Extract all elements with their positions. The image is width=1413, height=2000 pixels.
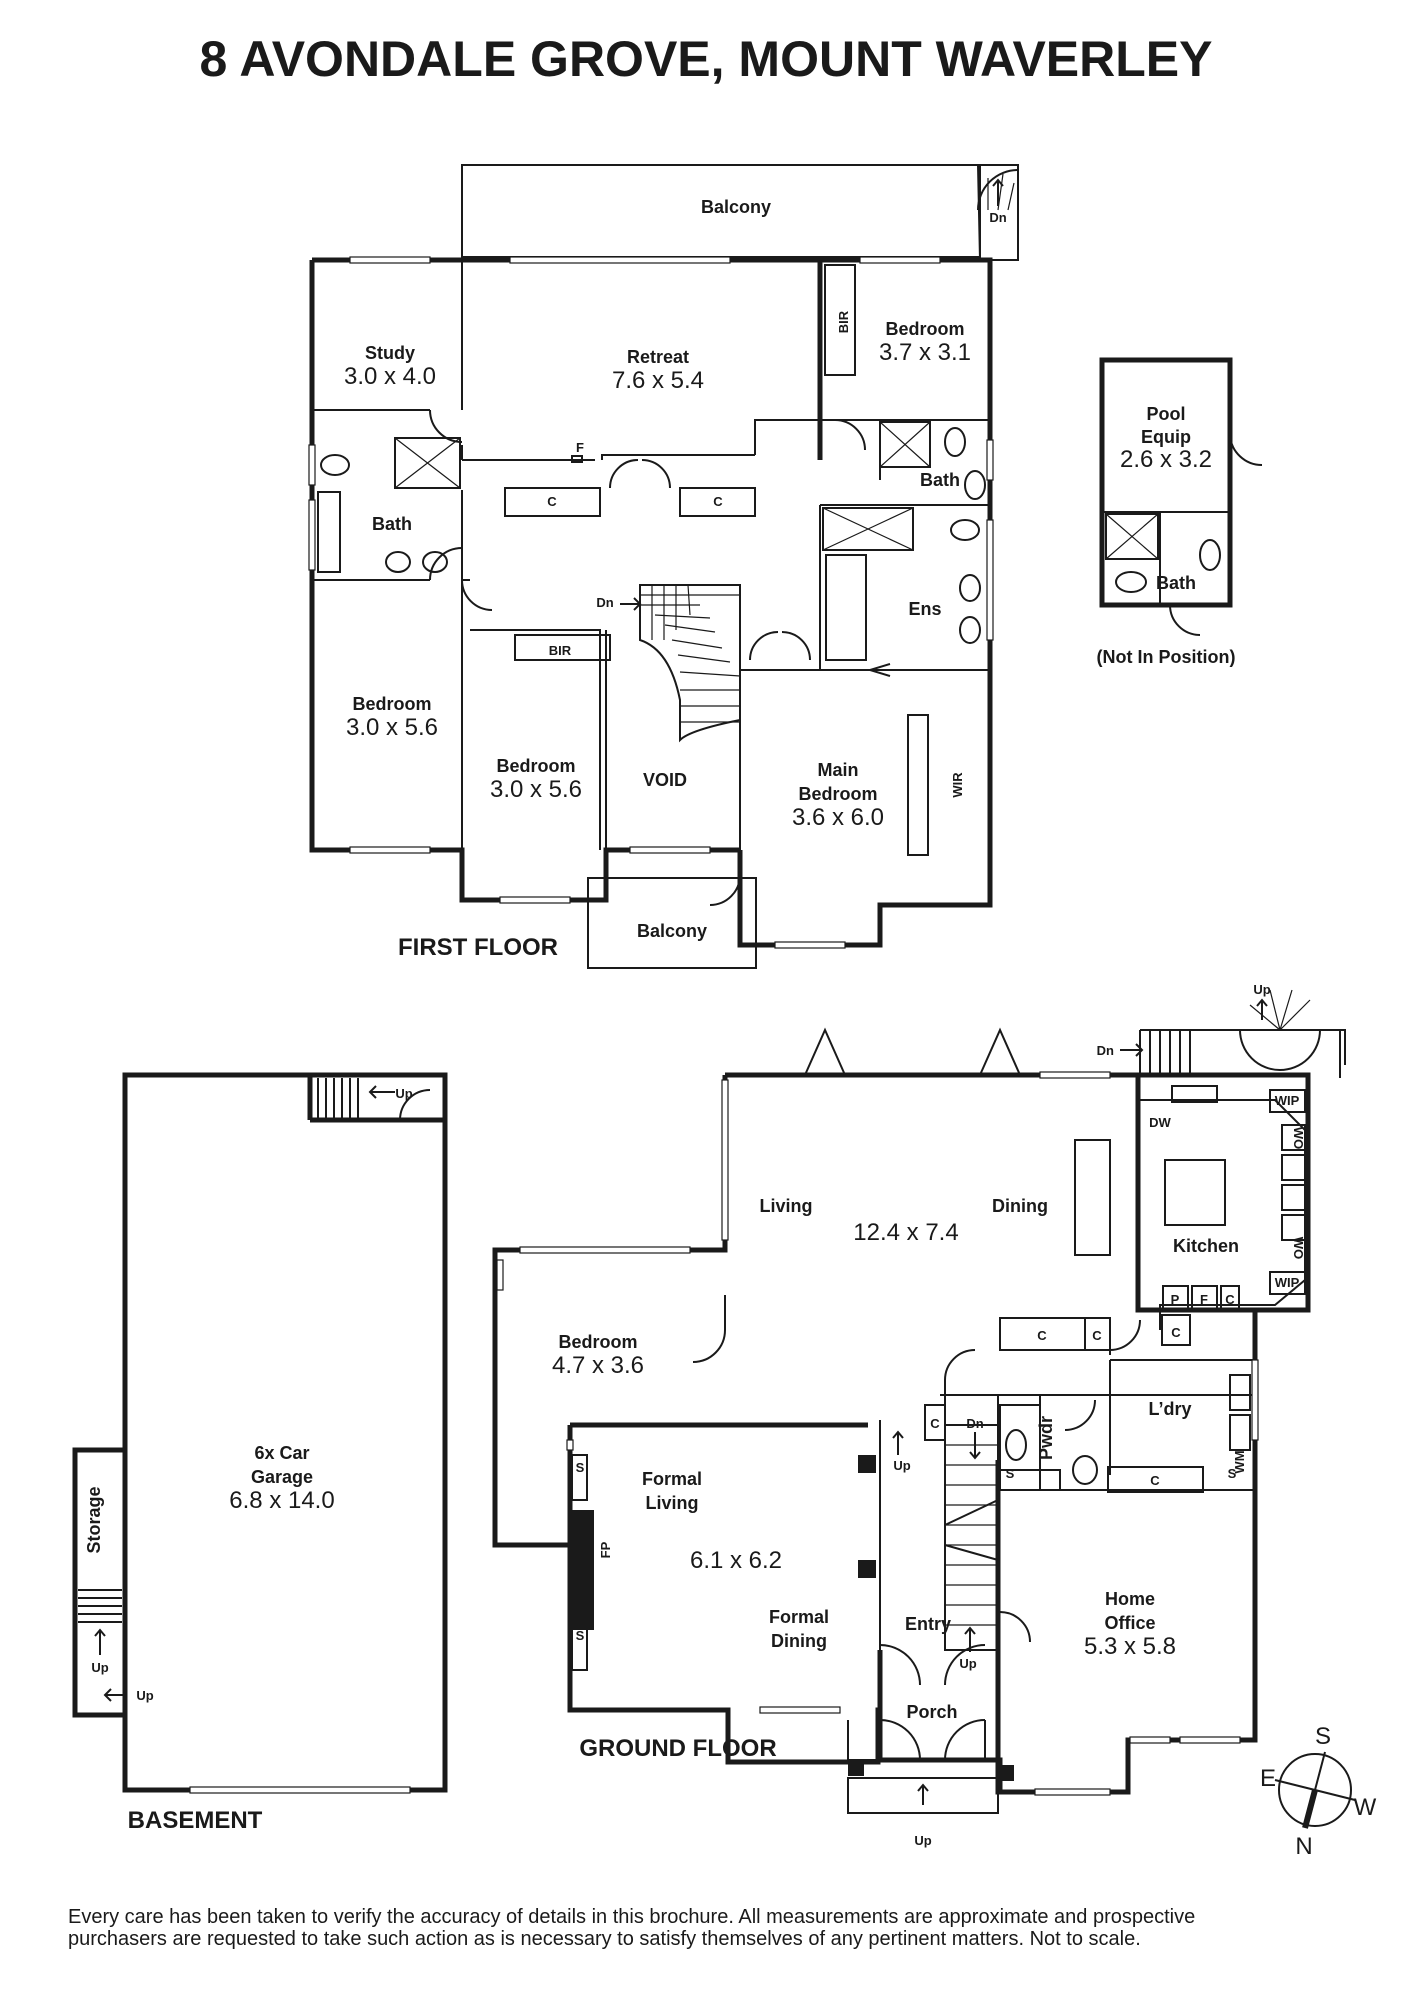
svg-text:C: C [930, 1416, 940, 1431]
garage-label1: 6x Car [254, 1443, 309, 1463]
formal-dims: 6.1 x 6.2 [690, 1547, 782, 1574]
svg-text:Dn: Dn [989, 210, 1006, 225]
svg-text:Dn: Dn [596, 595, 613, 610]
svg-text:C: C [1150, 1473, 1160, 1488]
svg-text:Up: Up [136, 1688, 153, 1703]
bath-w-label: Bath [372, 514, 412, 534]
svg-text:Up: Up [395, 1086, 412, 1101]
svg-text:P: P [1171, 1292, 1180, 1307]
svg-text:E: E [1260, 1765, 1276, 1792]
disclaimer-line-2: purchasers are requested to take such ac… [68, 1928, 1141, 1950]
gf-bedroom-label: Bedroom [558, 1332, 637, 1352]
formal-dining-label2: Dining [771, 1631, 827, 1651]
svg-text:S: S [576, 1628, 585, 1643]
entry-label: Entry [905, 1614, 951, 1634]
formal-living-label1: Formal [642, 1469, 702, 1489]
svg-text:C: C [547, 494, 557, 509]
ens-label: Ens [908, 599, 941, 619]
balcony-front-label: Balcony [637, 921, 707, 941]
svg-text:Up: Up [914, 1833, 931, 1848]
home-office-dims: 5.3 x 5.8 [1084, 1633, 1176, 1660]
svg-text:S: S [1006, 1466, 1015, 1481]
pool-dims: 2.6 x 3.2 [1120, 446, 1212, 473]
home-office-label2: Office [1104, 1613, 1155, 1633]
svg-text:BIR: BIR [549, 643, 572, 658]
svg-text:W: W [1354, 1794, 1377, 1821]
formal-living-label2: Living [646, 1493, 699, 1513]
bath-e-label: Bath [920, 470, 960, 490]
study-dims: 3.0 x 4.0 [344, 363, 436, 390]
svg-text:BIR: BIR [836, 310, 851, 333]
svg-text:S: S [576, 1460, 585, 1475]
basement-label: BASEMENT [128, 1807, 263, 1834]
bedroom-w-label: Bedroom [352, 694, 431, 714]
formal-dining-label1: Formal [769, 1607, 829, 1627]
svg-text:Dn: Dn [966, 1416, 983, 1431]
garage-label2: Garage [251, 1467, 313, 1487]
pool-label2: Equip [1141, 427, 1191, 447]
retreat-dims: 7.6 x 5.4 [612, 367, 704, 394]
svg-text:F: F [576, 440, 584, 455]
svg-text:WO: WO [1291, 1237, 1306, 1259]
svg-text:Up: Up [959, 1656, 976, 1671]
living-dims: 12.4 x 7.4 [853, 1219, 958, 1246]
svg-text:F: F [1200, 1292, 1208, 1307]
gf-bedroom-dims: 4.7 x 3.6 [552, 1352, 644, 1379]
retreat-label: Retreat [627, 347, 689, 367]
ground-floor-label: GROUND FLOOR [579, 1735, 776, 1762]
study-label: Study [365, 343, 415, 363]
compass: S E W N [1260, 1723, 1377, 1860]
pool-equip-plan: Pool Equip 2.6 x 3.2 Bath (Not In Positi… [1097, 357, 1263, 667]
property-title: 8 AVONDALE GROVE, MOUNT WAVERLEY [199, 31, 1212, 87]
disclaimer-line-1: Every care has been taken to verify the … [68, 1906, 1195, 1928]
pool-label1: Pool [1147, 404, 1186, 424]
pool-note: (Not In Position) [1097, 647, 1236, 667]
porch-label: Porch [906, 1702, 957, 1722]
first-floor-plan: Dn Dn [308, 164, 1019, 969]
storage-label: Storage [84, 1486, 104, 1553]
main-bedroom-label1: Main [817, 760, 858, 780]
living-label: Living [760, 1196, 813, 1216]
svg-text:DW: DW [1149, 1115, 1171, 1130]
svg-text:WIP: WIP [1275, 1275, 1300, 1290]
svg-text:C: C [713, 494, 723, 509]
svg-text:FP: FP [598, 1541, 613, 1558]
bedroom-ne-dims: 3.7 x 3.1 [879, 339, 971, 366]
basement-plan: Up Up Up Storage 6x Car Garage 6.8 x 14.… [72, 1072, 448, 1834]
svg-text:WIR: WIR [950, 772, 965, 798]
bedroom-mid-label: Bedroom [496, 756, 575, 776]
bedroom-ne-label: Bedroom [885, 319, 964, 339]
svg-text:Up: Up [1253, 982, 1270, 997]
svg-text:Up: Up [893, 1458, 910, 1473]
main-bedroom-label2: Bedroom [798, 784, 877, 804]
dining-label: Dining [992, 1196, 1048, 1216]
kitchen-label: Kitchen [1173, 1236, 1239, 1256]
laundry-label: L’dry [1148, 1399, 1191, 1419]
svg-text:N: N [1295, 1833, 1312, 1860]
svg-text:C: C [1092, 1328, 1102, 1343]
pool-bath-label: Bath [1156, 573, 1196, 593]
ground-floor-plan: Up Dn Up [492, 982, 1346, 1848]
svg-text:Dn: Dn [1097, 1043, 1114, 1058]
bedroom-w-dims: 3.0 x 5.6 [346, 714, 438, 741]
svg-text:S: S [1228, 1466, 1237, 1481]
svg-text:WO: WO [1291, 1127, 1306, 1149]
svg-text:C: C [1171, 1325, 1181, 1340]
bedroom-mid-dims: 3.0 x 5.6 [490, 776, 582, 803]
main-bedroom-dims: 3.6 x 6.0 [792, 804, 884, 831]
pwdr-label: Pwdr [1036, 1416, 1056, 1460]
first-floor-label: FIRST FLOOR [398, 934, 558, 961]
svg-text:S: S [1315, 1723, 1331, 1750]
svg-text:C: C [1037, 1328, 1047, 1343]
svg-text:WIP: WIP [1275, 1093, 1300, 1108]
balcony-top-label: Balcony [701, 197, 771, 217]
svg-text:C: C [1225, 1292, 1235, 1307]
home-office-label1: Home [1105, 1589, 1155, 1609]
svg-text:WM: WM [1232, 1450, 1247, 1473]
garage-dims: 6.8 x 14.0 [229, 1487, 334, 1514]
svg-text:Up: Up [91, 1660, 108, 1675]
void-label: VOID [643, 770, 687, 790]
